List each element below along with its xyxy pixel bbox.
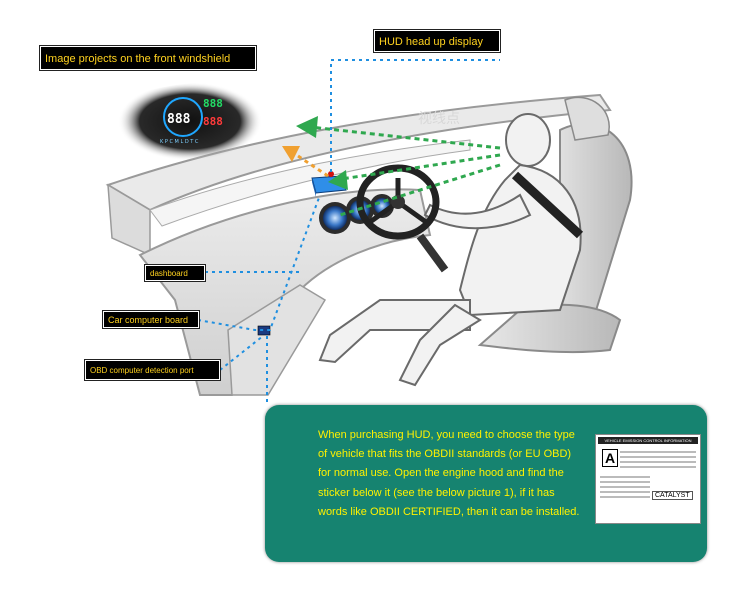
hud-fuel-digits: 888 (203, 115, 223, 128)
label-hud: HUD head up display (374, 30, 500, 52)
arrow-heads-green (296, 116, 348, 190)
hud-units-row: K P C M L D T C (160, 139, 199, 145)
label-dashboard: dashboard (145, 265, 205, 281)
watermark-text: 视线点 (418, 111, 460, 127)
projection-arrow-head (282, 146, 300, 162)
sight-lines (309, 125, 501, 217)
sticker-grade: A (602, 449, 618, 467)
label-obd-port: OBD computer detection port (85, 360, 220, 380)
emission-sticker: VEHICLE EMISSION CONTROL INFORMATION A C… (595, 434, 701, 524)
seat-belt (511, 171, 584, 239)
connection-lines (197, 59, 500, 405)
hud-speed-digits: 888 (167, 112, 191, 127)
hud-rpm-digits: 888 (203, 97, 223, 110)
sticker-heading: VEHICLE EMISSION CONTROL INFORMATION (598, 437, 698, 444)
label-windshield: Image projects on the front windshield (40, 46, 256, 70)
sticker-fine-print (620, 448, 696, 471)
sticker-fine-print-lower (600, 473, 650, 501)
hud-screen: 888 888 888 K P C M L D T C (118, 82, 262, 161)
sticker-catalyst: CATALYST (652, 491, 693, 500)
label-computer-board: Car computer board (103, 311, 199, 328)
info-text: When purchasing HUD, you need to choose … (318, 429, 580, 518)
